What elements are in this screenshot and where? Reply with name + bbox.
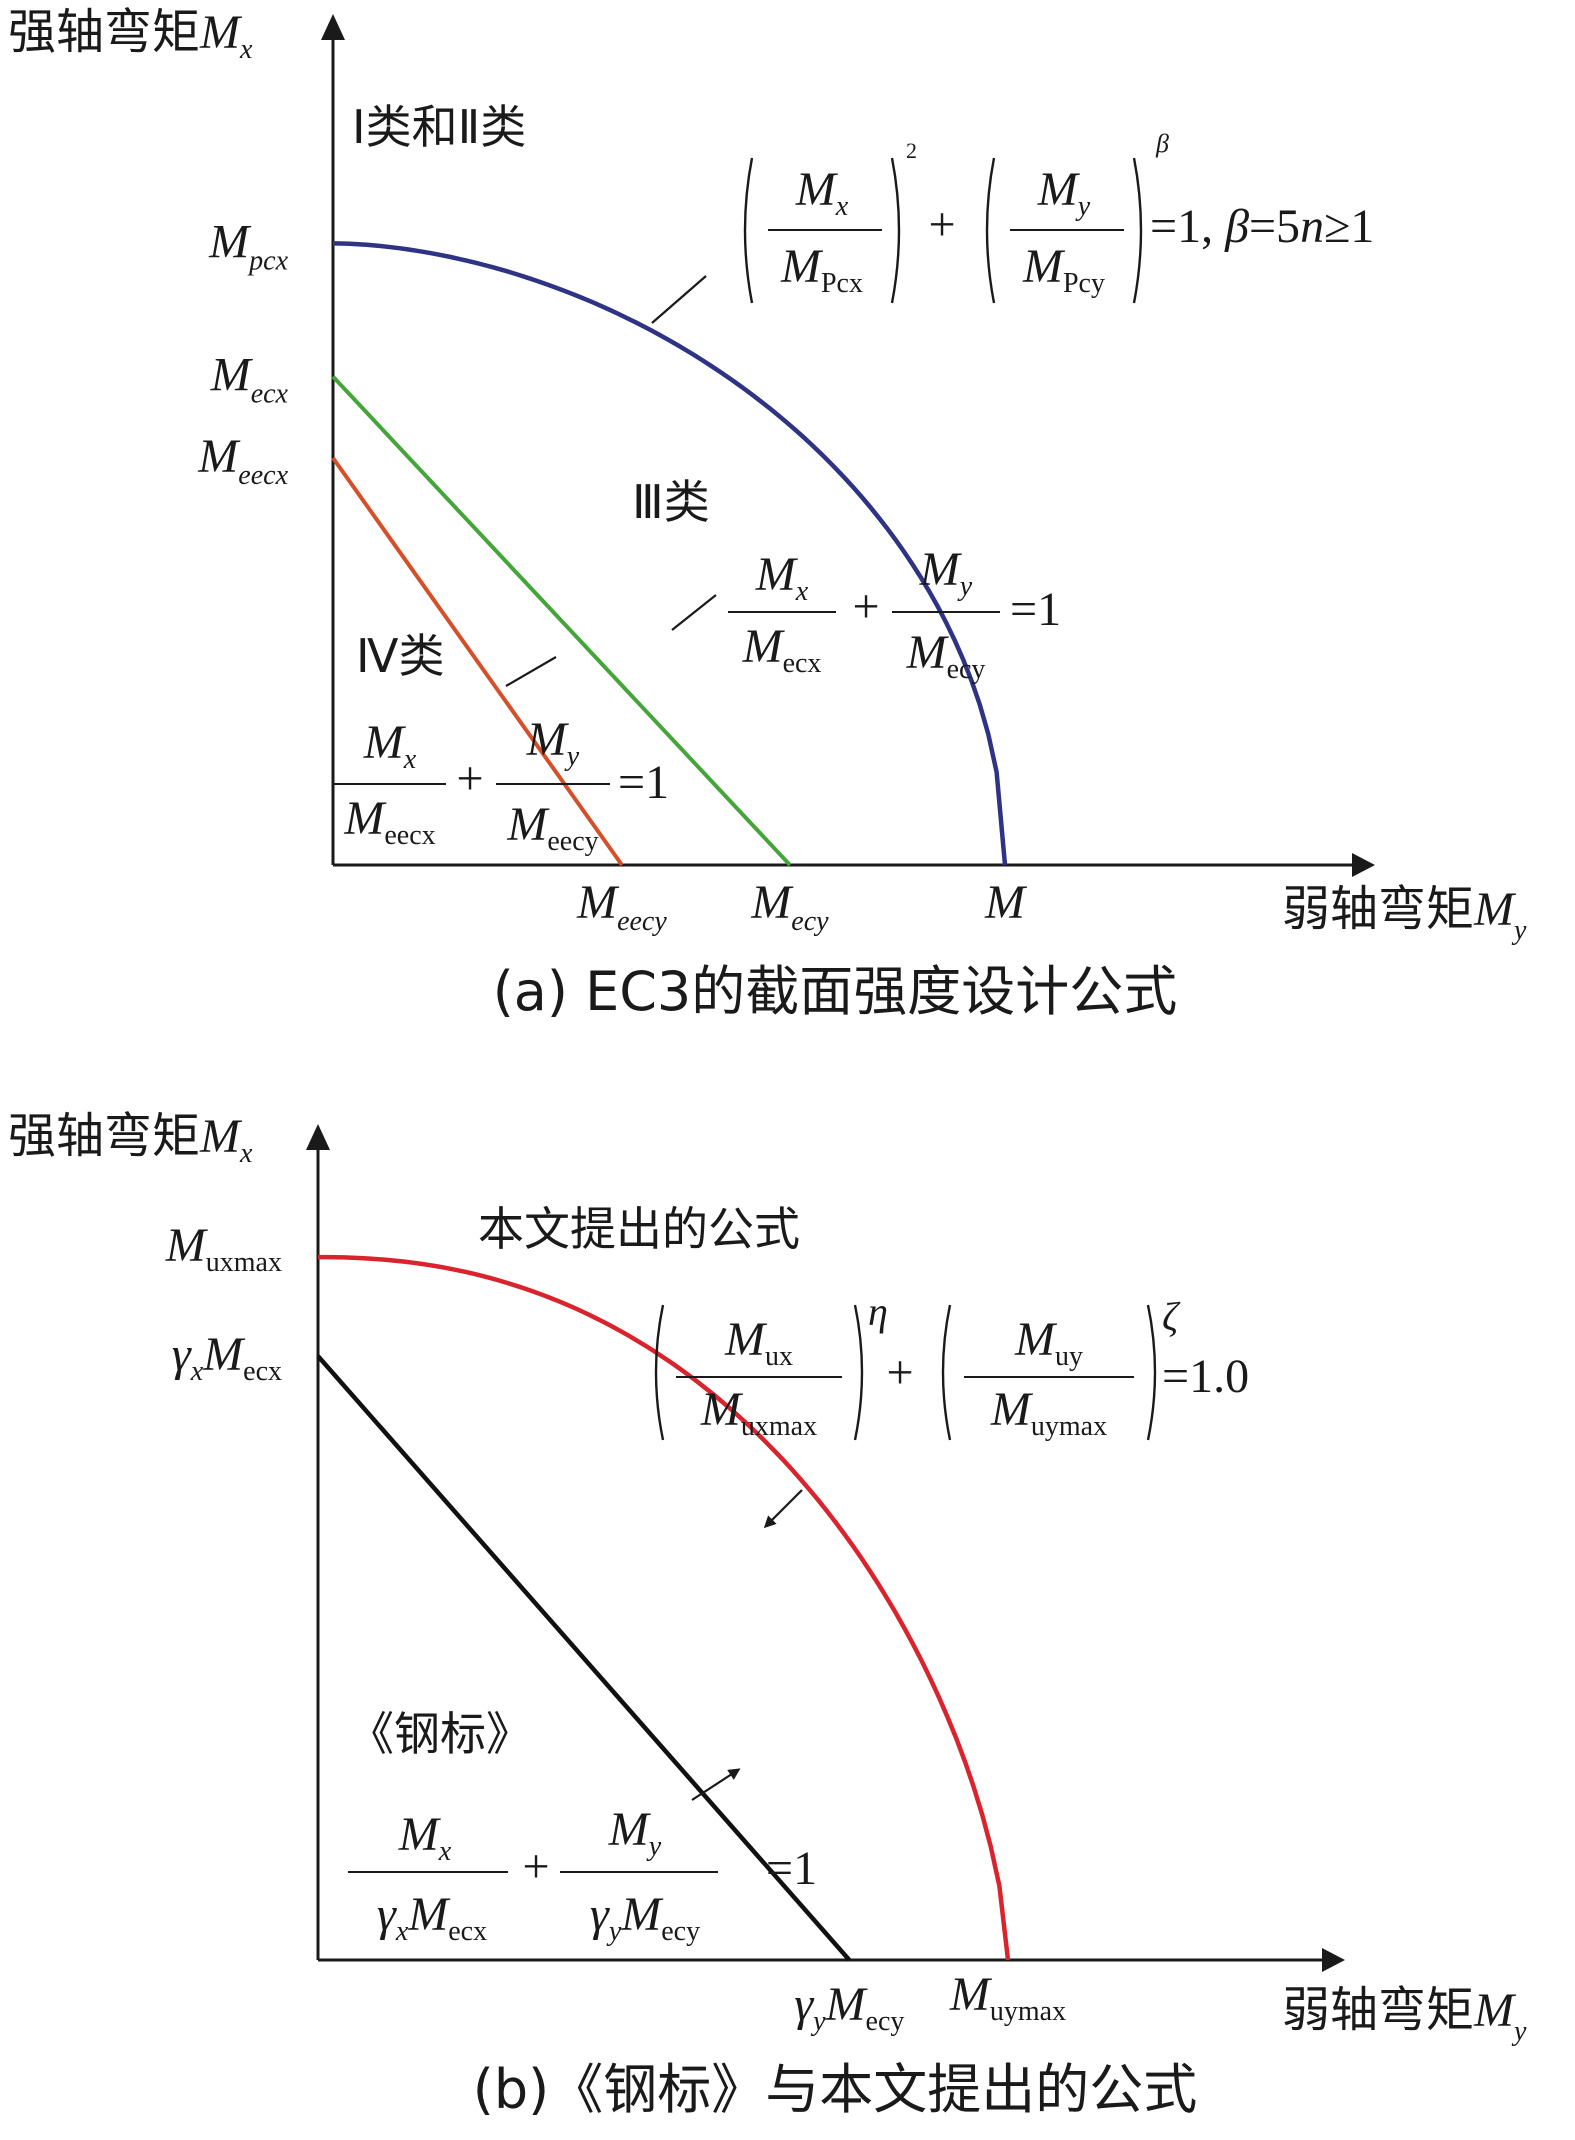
formula-code-den2: γyMecy <box>590 1888 700 1947</box>
label-class-3: Ⅲ类 <box>632 475 710 529</box>
series-code-formula-line <box>316 1354 851 1962</box>
x-tick-label-gamma-mecy: γyMecy <box>794 1978 904 2037</box>
series-elastic-interaction-line <box>331 375 792 867</box>
leader-line-formula-12 <box>651 275 707 324</box>
formula-12-rhs: =1, β=5n≥1 <box>1150 200 1374 253</box>
panel-a-axes <box>321 14 1375 877</box>
formula-code-den1: γxMecx <box>377 1888 487 1947</box>
leader-line-formula-3 <box>671 594 717 631</box>
formula-proposed-exp1: η <box>868 1289 888 1334</box>
paren-right <box>1132 157 1143 304</box>
paren-right <box>890 157 901 304</box>
formula-3-num1: Mx <box>755 548 809 607</box>
formula-3-plus: + <box>852 580 879 633</box>
paren-left <box>654 1304 665 1441</box>
formula-proposed-num2: Muy <box>1014 1313 1083 1372</box>
formula-3-den1: Mecx <box>742 620 822 679</box>
x-axis-arrow <box>1322 1948 1345 1972</box>
formula-12-den2: MPcy <box>1022 240 1105 299</box>
y-tick-label-mpcx: Mpcx <box>208 215 288 276</box>
x-axis-title: 弱轴弯矩My <box>1282 1982 1527 2047</box>
y-axis-title: 强轴弯矩Mx <box>8 1108 253 1169</box>
series-proposed-formula-curve <box>318 1254 1011 1961</box>
y-tick-label-gamma-mecx: γxMecx <box>172 1328 282 1387</box>
y-axis-title: 强轴弯矩Mx <box>8 4 253 65</box>
y-tick-label-meecx: Meecx <box>197 430 288 491</box>
y-tick-label-muxmax: Muxmax <box>165 1219 282 1278</box>
formula-12-exp2: β <box>1155 129 1169 158</box>
formula-3-rhs: =1 <box>1010 583 1061 636</box>
paren-left <box>941 1304 952 1441</box>
x-tick-labels: γyMecy Muymax <box>794 1968 1066 2037</box>
formula-12-den1: MPcx <box>780 240 863 299</box>
x-tick-labels: Meecy Mecy M <box>576 876 1028 937</box>
caption-b: (b)《钢标》与本文提出的公式 <box>473 2058 1197 2121</box>
formula-12-exp1: 2 <box>906 138 917 163</box>
y-tick-labels: Mpcx Mecx Meecx <box>197 215 288 491</box>
formula-4-den2: Meecy <box>506 798 598 857</box>
arrow-code-line <box>691 1768 741 1801</box>
formula-code: Mx γxMecx + My γyMecy =1 <box>348 1803 817 1947</box>
formula-code-rhs: =1 <box>766 1842 817 1895</box>
caption-a: (a) EC3的截面强度设计公式 <box>493 960 1178 1023</box>
paren-right <box>853 1304 864 1441</box>
x-tick-label-meecy: Meecy <box>576 876 667 937</box>
formula-class-1-2: Mx MPcx 2 + My MPcy β =1, β=5n≥1 <box>743 129 1374 304</box>
arrow-proposed-curve <box>763 1489 803 1529</box>
label-proposed-formula: 本文提出的公式 <box>478 1202 800 1256</box>
formula-class-4: Mx Meecx + My Meecy =1 <box>334 713 669 857</box>
y-tick-label-mecx: Mecx <box>210 349 289 410</box>
x-axis-arrow <box>1352 853 1375 877</box>
formula-4-num1: Mx <box>363 716 417 775</box>
formula-proposed-exp2: ζ <box>1162 1294 1181 1339</box>
label-code-formula: 《钢标》 <box>348 1707 532 1761</box>
y-axis-arrow <box>321 14 345 40</box>
formula-3-num2: My <box>919 543 973 602</box>
formula-4-num2: My <box>526 713 580 772</box>
formula-proposed-den2: Muymax <box>990 1383 1107 1442</box>
formula-12-num2: My <box>1037 163 1091 222</box>
panel-b: 强轴弯矩Mx 弱轴弯矩My Muxmax γxMecx γyMecy Muyma… <box>8 1108 1527 2121</box>
formula-proposed-plus: + <box>886 1346 913 1399</box>
formula-code-num2: My <box>608 1803 662 1862</box>
x-tick-label-muymax: Muymax <box>949 1968 1066 2027</box>
label-class-4: Ⅳ类 <box>356 629 444 683</box>
formula-code-num1: Mx <box>398 1808 452 1867</box>
formula-proposed-num1: Mux <box>724 1313 793 1372</box>
label-class-1-2: Ⅰ类和Ⅱ类 <box>352 100 526 154</box>
paren-left <box>985 157 996 304</box>
paren-right <box>1146 1304 1157 1441</box>
y-tick-labels: Muxmax γxMecx <box>165 1219 282 1387</box>
x-tick-label-mecy: Mecy <box>750 876 829 937</box>
formula-4-den1: Meecx <box>343 792 435 851</box>
formula-4-plus: + <box>456 752 483 805</box>
leader-line-formula-4 <box>505 656 557 687</box>
x-tick-label-m: M <box>984 876 1028 929</box>
formula-code-plus: + <box>522 1840 549 1893</box>
panel-b-axes <box>306 1124 1345 1972</box>
panel-a: 强轴弯矩Mx 弱轴弯矩My Mpcx Mecx Meecx Meecy Mecy… <box>8 4 1527 1023</box>
formula-class-3: Mx Mecx + My Mecy =1 <box>728 543 1061 685</box>
formula-4-rhs: =1 <box>618 756 669 809</box>
formula-12-num1: Mx <box>795 163 849 222</box>
formula-proposed-rhs: =1.0 <box>1162 1350 1249 1403</box>
series-plastic-interaction-curve <box>332 241 1008 866</box>
formula-12-plus: + <box>928 198 955 251</box>
series-effective-elastic-interaction-line <box>331 456 624 867</box>
formula-3-den2: Mecy <box>906 626 986 685</box>
y-axis-arrow <box>306 1124 330 1150</box>
paren-left <box>743 157 754 304</box>
x-axis-title: 弱轴弯矩My <box>1282 881 1527 946</box>
formula-proposed: Mux Muxmax η + Muy Muymax ζ =1.0 <box>654 1289 1249 1442</box>
formula-proposed-den1: Muxmax <box>700 1383 817 1442</box>
